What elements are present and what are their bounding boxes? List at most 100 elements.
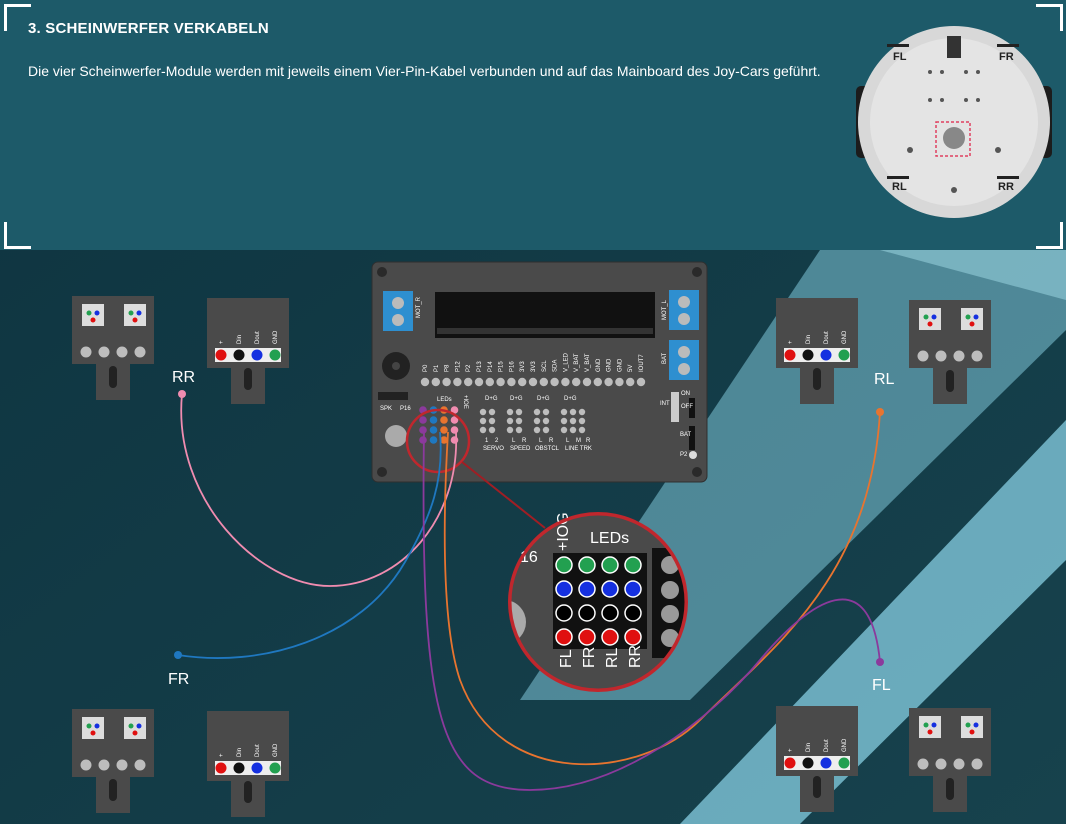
- zoom-led-pin: [555, 628, 573, 646]
- main-pin: [474, 377, 484, 387]
- module-pin-label: Dout: [255, 331, 261, 344]
- corner-bottom-left: [4, 222, 31, 249]
- main-pin: [420, 377, 430, 387]
- wire-end-rr: [178, 390, 186, 398]
- module-pin: [269, 349, 281, 361]
- module-pin-label: Din: [806, 743, 812, 752]
- sensor-pin: [533, 408, 541, 416]
- main-pin-label: P12: [455, 361, 461, 372]
- module-pin: [802, 349, 814, 361]
- main-pin: [604, 377, 613, 387]
- zoom-connector-line: [461, 461, 546, 529]
- main-pin: [550, 377, 559, 387]
- led-header-pin: [450, 406, 459, 414]
- module-pin: [838, 757, 850, 769]
- servo-num-2: 2: [495, 438, 499, 444]
- zoom-led-pin: [624, 556, 642, 574]
- led-module: [72, 296, 154, 400]
- zoom-led-pin: [555, 604, 573, 622]
- led-header-pin: [440, 426, 448, 434]
- wire-end-fl: [876, 658, 884, 666]
- ioe-label: +IOE: [462, 395, 468, 409]
- module-pin-label: +: [219, 340, 225, 344]
- module-pin: [784, 349, 796, 361]
- led-module: [909, 300, 991, 404]
- switch-off-label: OFF: [681, 404, 693, 410]
- wire-fl: [422, 431, 881, 791]
- main-pin: [636, 377, 646, 387]
- module-pin: [269, 762, 281, 774]
- power-switch[interactable]: [671, 392, 679, 422]
- module-pin-label: Dout: [824, 331, 830, 344]
- wire-label-fr: FR: [168, 671, 189, 688]
- led-module: [909, 708, 991, 812]
- module-pin: [802, 757, 814, 769]
- main-pin-label: P1: [434, 364, 440, 372]
- zoom-led-pin: [578, 556, 596, 574]
- dig-label-servo: D+G: [485, 396, 498, 402]
- linetrk-r: R: [586, 438, 591, 444]
- sensor-pin: [515, 417, 523, 425]
- led-header-pin: [419, 426, 427, 434]
- zoom-led-pin: [601, 556, 619, 574]
- main-pin-label: V_BAT: [574, 353, 580, 372]
- main-pin-label: P15: [499, 361, 505, 372]
- main-pin-label: P2: [466, 364, 472, 372]
- main-pin: [593, 377, 602, 387]
- power-jack: [385, 425, 407, 447]
- main-pin-label: SDA: [553, 360, 559, 372]
- wire-end-rl: [876, 408, 884, 416]
- linetrk-label: LINE TRK: [565, 446, 592, 452]
- linetrk-l: L: [566, 438, 570, 444]
- sensor-pin: [542, 426, 550, 434]
- wire-rr: [180, 393, 457, 587]
- speed-r: R: [522, 438, 527, 444]
- module-pin: [251, 762, 263, 774]
- chassis-label-fr: FR: [999, 51, 1014, 63]
- main-pin: [518, 377, 527, 387]
- button-p2[interactable]: [689, 451, 697, 459]
- obstcl-l: L: [539, 438, 543, 444]
- zoom-led-pin: [555, 580, 573, 598]
- main-pin: [561, 377, 570, 387]
- battery-label: BAT: [662, 352, 668, 364]
- corner-top-left: [4, 4, 31, 31]
- main-pin-label: 3V3: [531, 361, 537, 372]
- led-chip: [124, 717, 146, 739]
- main-pin-label: SCL: [542, 360, 548, 372]
- module-pin-label: GND: [273, 330, 279, 344]
- sensor-pin: [506, 408, 514, 416]
- module-pin-label: Dout: [824, 739, 830, 752]
- zoom-leds-title: LEDs: [590, 530, 629, 547]
- chassis-label-rl: RL: [892, 181, 907, 193]
- led-header-pin: [419, 416, 427, 424]
- led-zoom-detail: 16 +IOG LEDs FL FR RL RR: [508, 512, 688, 692]
- zoom-col-fr: FR: [581, 647, 598, 668]
- zoom-led-pin: [624, 628, 642, 646]
- main-pin: [572, 377, 581, 387]
- dig-label-speed: D+G: [510, 396, 523, 402]
- sensor-pin: [515, 408, 523, 416]
- speaker-label: SPK: [380, 406, 392, 412]
- module-pin-label: +: [219, 753, 225, 757]
- sensor-pin: [560, 408, 568, 416]
- zoom-led-pin: [578, 604, 596, 622]
- module-pin-label: GND: [842, 738, 848, 752]
- module-pin-label: Din: [806, 335, 812, 344]
- main-pin-header: [420, 377, 646, 387]
- sensor-pin: [488, 408, 496, 416]
- led-chip: [919, 308, 941, 330]
- sensor-pin: [488, 417, 496, 425]
- main-pin: [485, 377, 494, 387]
- main-pin: [507, 377, 516, 387]
- dig-label-linetrk: D+G: [564, 396, 577, 402]
- module-pin: [233, 762, 245, 774]
- module-pin: [820, 757, 832, 769]
- module-pin: [838, 349, 850, 361]
- zoom-led-pin: [601, 604, 619, 622]
- module-pin-label: Din: [237, 748, 243, 757]
- module-pin-label: +: [788, 340, 794, 344]
